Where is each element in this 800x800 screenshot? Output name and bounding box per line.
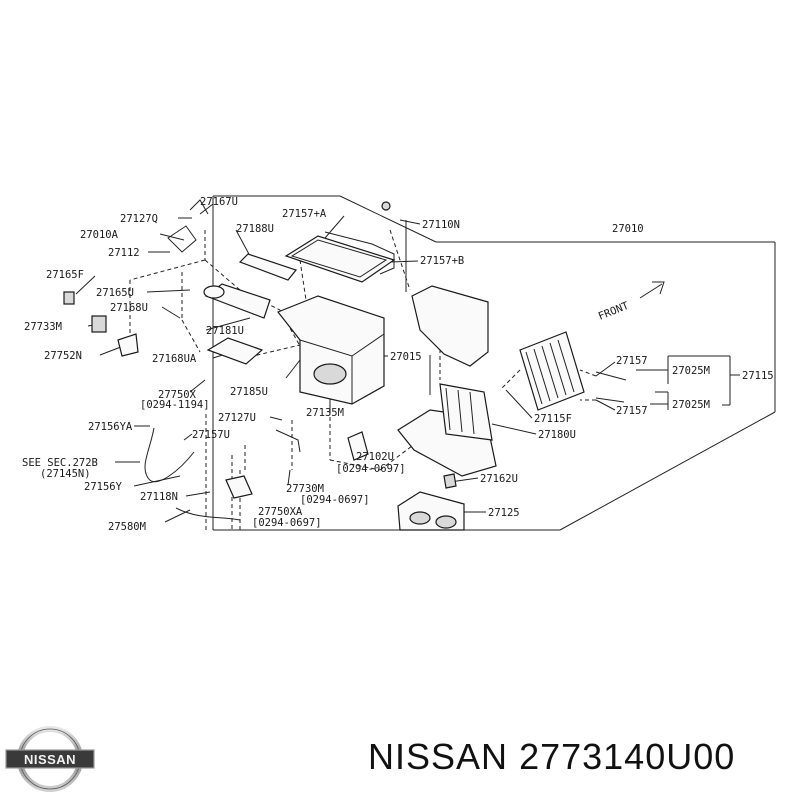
label-27115: 27115 xyxy=(742,370,774,382)
tray-part xyxy=(206,337,264,365)
label-27125: 27125 xyxy=(488,507,520,519)
label-27135M: 27135M xyxy=(306,407,344,419)
leader-lines xyxy=(75,203,740,523)
seal-strip-part xyxy=(238,253,298,281)
label-27127Q: 27127Q xyxy=(120,213,158,225)
label-27167U: 27167U xyxy=(200,196,238,208)
label-27168U: 27168U xyxy=(110,302,148,314)
heater-core-part xyxy=(519,331,585,411)
label-27750X-range: [0294-1194] xyxy=(140,399,210,411)
footer-title: NISSAN 2773140U00 xyxy=(368,736,735,778)
label-see-sec: SEE SEC.272B xyxy=(22,457,98,469)
nissan-logo: NISSAN xyxy=(5,726,95,792)
label-27165U: 27165U xyxy=(96,287,134,299)
brand-name: NISSAN xyxy=(368,736,509,777)
label-27165F: 27165F xyxy=(46,269,84,281)
label-27733M: 27733M xyxy=(24,321,62,333)
label-see-sec-sub: (27145N) xyxy=(40,468,91,480)
part-labels: 27167U 27127Q 27010A 27112 27165F 27165U… xyxy=(22,196,774,533)
label-27156YA: 27156YA xyxy=(88,421,133,433)
label-27157B: 27157+B xyxy=(420,255,464,267)
front-arrow: FRONT xyxy=(597,281,665,323)
label-27127U: 27127U xyxy=(218,412,256,424)
label-27102U-range: [0294-0697] xyxy=(336,463,406,475)
label-27102U: 27102U xyxy=(356,451,394,463)
label-27010A: 27010A xyxy=(80,229,119,241)
front-label: FRONT xyxy=(597,300,631,323)
heater-case-part xyxy=(411,285,489,367)
label-27157A: 27157+A xyxy=(282,208,327,220)
label-27580M: 27580M xyxy=(108,521,146,533)
label-27185U: 27185U xyxy=(230,386,268,398)
label-27025M-upper: 27025M xyxy=(672,365,710,377)
label-27110N: 27110N xyxy=(422,219,460,231)
label-27156Y: 27156Y xyxy=(84,481,123,493)
label-27118N: 27118N xyxy=(140,491,178,503)
diagram-frame xyxy=(212,195,776,531)
label-27168UA: 27168UA xyxy=(152,353,197,365)
logo-wordmark: NISSAN xyxy=(24,752,76,767)
part-shapes xyxy=(63,199,627,531)
label-27157U: 27157U xyxy=(192,429,230,441)
label-27730M-range: [0294-0697] xyxy=(300,494,370,506)
label-27112: 27112 xyxy=(108,247,140,259)
label-27750X: 27750X xyxy=(158,389,197,401)
label-27157-lower: 27157 xyxy=(616,405,648,417)
label-27730M: 27730M xyxy=(286,483,324,495)
part-number: 2773140U00 xyxy=(519,736,736,777)
label-27157-upper: 27157 xyxy=(616,355,648,367)
label-27752N: 27752N xyxy=(44,350,82,362)
label-27162U: 27162U xyxy=(480,473,518,485)
label-27180U: 27180U xyxy=(538,429,576,441)
label-27010: 27010 xyxy=(612,223,644,235)
label-27750XA: 27750XA xyxy=(258,506,303,518)
label-27181U: 27181U xyxy=(206,325,244,337)
label-27025M-lower: 27025M xyxy=(672,399,710,411)
label-27188U: 27188U xyxy=(236,223,274,235)
label-27750XA-range: [0294-0697] xyxy=(252,517,322,529)
label-27015: 27015 xyxy=(390,351,422,363)
label-27115F: 27115F xyxy=(534,413,572,425)
